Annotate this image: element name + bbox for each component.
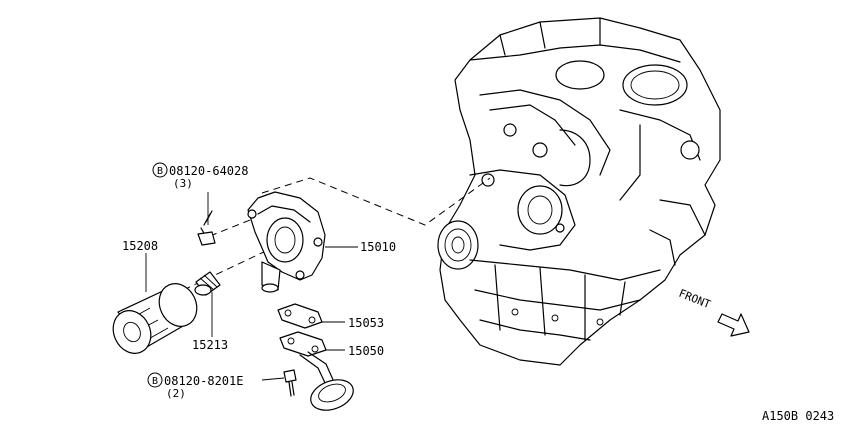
part-number: 08120-64028 xyxy=(169,164,248,178)
bolt-marker: B xyxy=(157,166,163,177)
strainer-bolt xyxy=(283,369,297,397)
strainer-gasket-15050 xyxy=(279,331,327,357)
guide-line-filter xyxy=(161,249,269,301)
guide-line-bolt xyxy=(209,219,251,237)
oil-pump xyxy=(247,191,326,293)
figure-id: A150B 0243 xyxy=(762,409,834,423)
part-number-15213: 15213 xyxy=(192,338,228,352)
label-bolt-pump: B 08120-64028 (3) xyxy=(152,162,248,190)
quantity: (3) xyxy=(173,177,193,190)
front-arrow-icon xyxy=(717,313,750,337)
part-number-15053: 15053 xyxy=(348,316,384,330)
part-number-15208: 15208 xyxy=(122,239,158,253)
quantity: (2) xyxy=(166,387,186,400)
part-number: 08120-8201E xyxy=(164,374,243,388)
guide-line-pump-to-block xyxy=(261,177,491,226)
leader-bolt-bottom xyxy=(261,377,285,381)
part-number-15050: 15050 xyxy=(348,344,384,358)
label-bolt-strainer: B 08120-8201E (2) xyxy=(147,372,243,400)
part-number-15010: 15010 xyxy=(360,240,396,254)
bolt-marker: B xyxy=(152,376,158,387)
gasket-15053 xyxy=(277,303,323,329)
pump-bolt xyxy=(197,210,216,246)
oil-filter xyxy=(112,283,198,354)
engine-block xyxy=(437,17,721,366)
connector-part xyxy=(194,271,221,296)
oil-strainer xyxy=(299,351,354,411)
front-indicator: FRONT xyxy=(677,287,750,337)
front-label: FRONT xyxy=(677,287,713,312)
